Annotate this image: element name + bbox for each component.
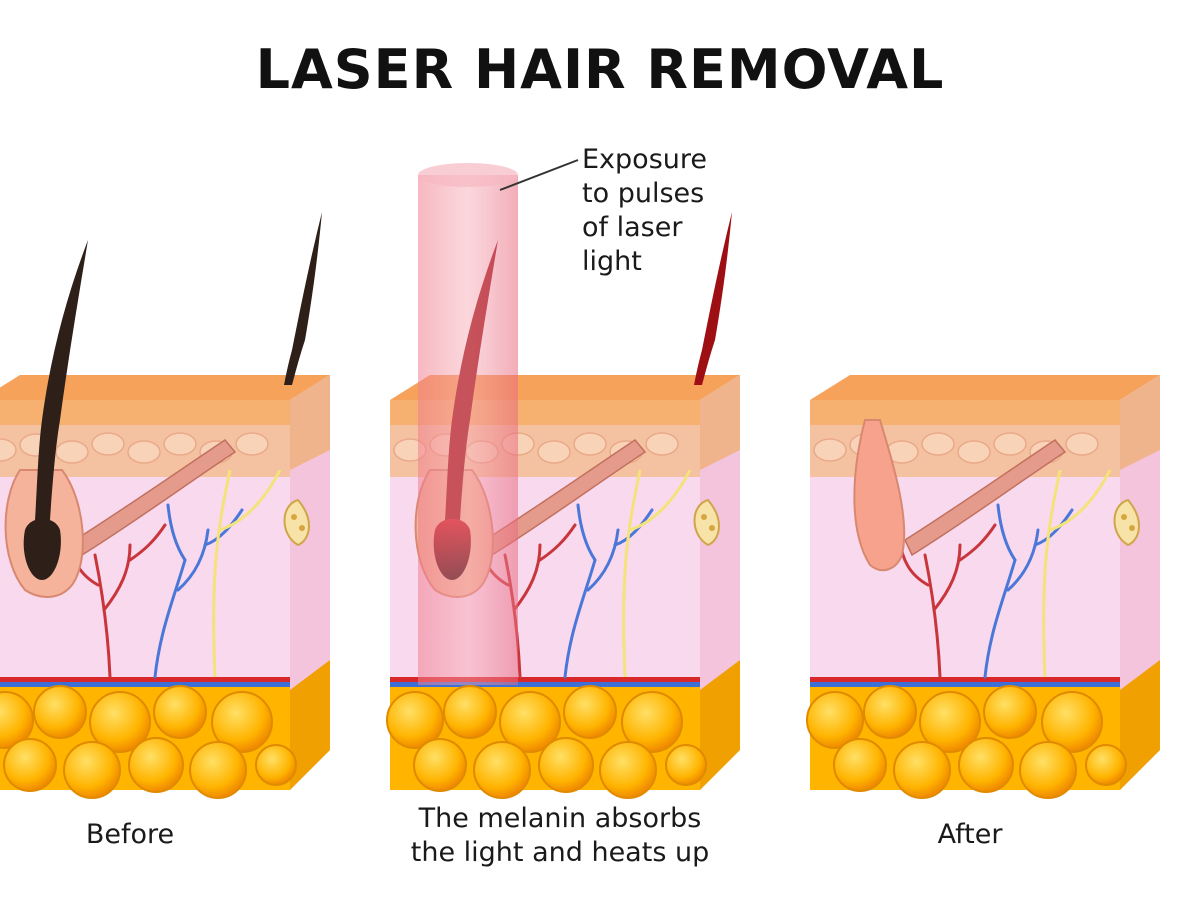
hair-shaft-secondary	[284, 212, 322, 385]
caption-before: Before	[30, 818, 230, 852]
caption-before-line-1: Before	[85, 819, 175, 850]
caption-after: After	[880, 818, 1060, 852]
callout-line-1: Exposure	[582, 144, 707, 175]
caption-laser: The melanin absorbs the light and heats …	[380, 802, 740, 870]
caption-after-line-1: After	[937, 819, 1003, 850]
empty-follicle	[853, 419, 906, 572]
callout-line-3: of laser	[582, 212, 683, 243]
hair-shaft	[35, 240, 88, 520]
laser-beam	[418, 175, 518, 685]
caption-laser-line-1: The melanin absorbs	[418, 803, 702, 834]
callout-line-4: light	[582, 246, 642, 277]
panel-before	[0, 212, 332, 800]
diagram-title: LASER HAIR REMOVAL	[255, 38, 945, 101]
callout-line-2: to pulses	[582, 178, 705, 209]
hair-shaft-secondary-heated	[694, 212, 732, 385]
arrector-muscle	[74, 439, 237, 557]
laser-beam-top	[418, 163, 518, 187]
panel-after	[805, 373, 1162, 800]
panel-laser	[385, 163, 742, 800]
hair-bulb	[23, 518, 61, 580]
caption-laser-line-2: the light and heats up	[410, 837, 710, 868]
arrector-muscle	[904, 439, 1067, 557]
arrector-muscle	[484, 439, 647, 557]
callout-leader-line	[499, 159, 579, 191]
laser-callout: Exposure to pulses of laser light	[582, 143, 742, 279]
